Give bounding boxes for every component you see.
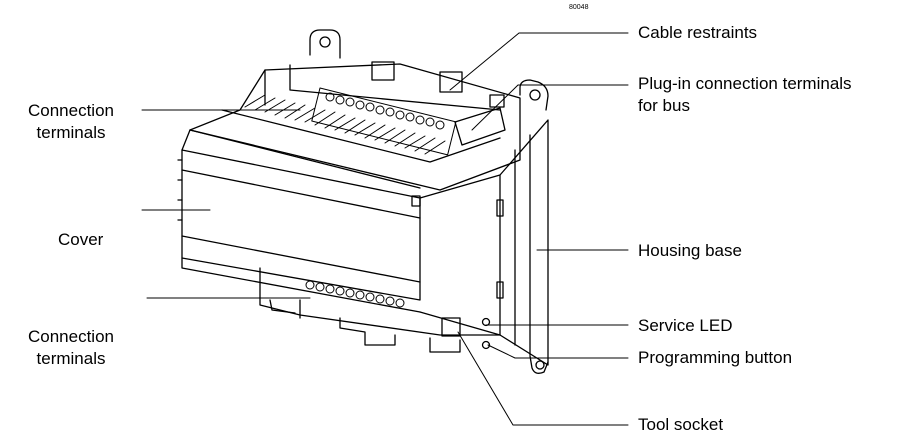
- leader-cable-restraints: [449, 32, 629, 91]
- cover: [177, 129, 421, 313]
- programming-button-dot: [481, 340, 491, 350]
- label-programming-button: Programming button: [638, 348, 793, 367]
- label-connection-terminals-top: Connection terminals: [27, 101, 114, 142]
- top-mounting-tabs: [309, 29, 549, 111]
- bottom-terminals: [305, 280, 405, 308]
- leader-lines: [141, 32, 629, 426]
- leader-tool-socket: [457, 331, 629, 426]
- leader-programming-button: [487, 344, 629, 359]
- label-connection-terminals-bottom: Connection terminals: [27, 327, 114, 368]
- bottom-body: [259, 267, 501, 353]
- label-housing-base: Housing base: [638, 241, 742, 260]
- label-service-led: Service LED: [638, 316, 733, 335]
- top-plug-terminals: [311, 87, 457, 156]
- figure-reference-number: 80048: [569, 4, 589, 11]
- label-tool-socket: Tool socket: [638, 415, 724, 434]
- top-terminal-ribs: [244, 94, 446, 155]
- bus-terminal: [454, 107, 506, 146]
- top-body: [189, 63, 521, 191]
- label-plugin-terminals: Plug-in connection terminals for bus: [638, 74, 852, 115]
- label-cable-restraints: Cable restraints: [638, 23, 758, 42]
- label-cover: Cover: [58, 230, 104, 249]
- service-led-dot: [481, 317, 491, 327]
- housing-side: [419, 119, 549, 374]
- leader-plugin-terminals: [471, 84, 629, 131]
